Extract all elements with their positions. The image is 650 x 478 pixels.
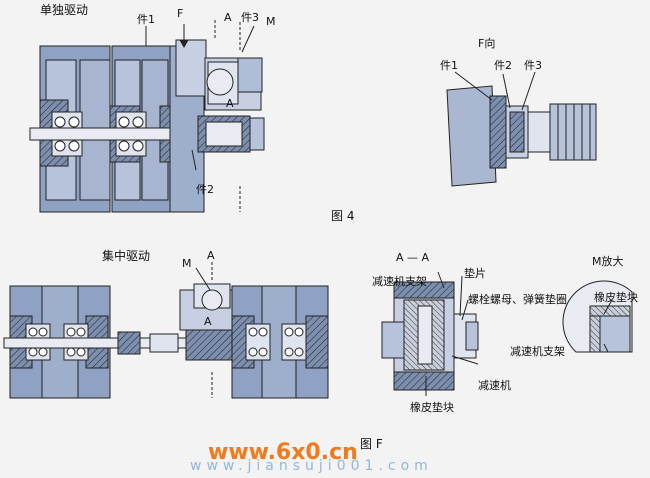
label-a-bottom: A	[207, 249, 215, 262]
label-fview-part2: 件2	[494, 59, 512, 72]
label-a-bottom-mid: A	[204, 315, 212, 328]
label-fview-part3: 件3	[524, 59, 542, 72]
label-reducer-bracket-right: 减速机支架	[510, 345, 565, 358]
central-drive-assembly	[3, 262, 329, 399]
label-m-top: M	[266, 15, 276, 28]
label-rubber-pad-right: 橡皮垫块	[594, 291, 638, 304]
label-rubber-pad-left: 橡皮垫块	[410, 401, 454, 414]
figure-4-caption: 图 4	[331, 209, 355, 223]
label-a-top: A	[224, 11, 232, 24]
label-f-top: F	[177, 7, 184, 20]
label-m-magnified: M放大	[592, 255, 624, 268]
label-single-drive: 单独驱动	[40, 3, 89, 17]
label-reducer-bracket: 减速机支架	[372, 275, 427, 288]
section-a-a	[381, 271, 479, 396]
label-m-bottom: M	[182, 257, 192, 270]
label-a-mid: A	[226, 97, 234, 110]
f-view-assembly	[446, 71, 597, 187]
watermark-url: www.6x0.cn	[208, 440, 358, 465]
label-reducer: 减速机	[478, 379, 511, 392]
watermark-url-secondary: www.jiansuji001.com	[190, 458, 433, 474]
m-detail	[562, 280, 633, 353]
label-shim: 垫片	[464, 267, 486, 280]
label-fview-part1: 件1	[440, 59, 458, 72]
label-part2-top: 件2	[196, 183, 214, 196]
label-f-view: F向	[478, 37, 496, 50]
label-central-drive: 集中驱动	[102, 249, 151, 263]
label-part3-top: 件3	[241, 11, 259, 24]
figure-f-caption: 图 F	[360, 437, 383, 451]
label-section-a-a: A — A	[396, 251, 430, 264]
label-part1-top: 件1	[137, 13, 155, 26]
single-drive-assembly	[29, 20, 265, 213]
label-bolt-nut-washer: 螺栓螺母、弹簧垫圈	[468, 293, 567, 306]
